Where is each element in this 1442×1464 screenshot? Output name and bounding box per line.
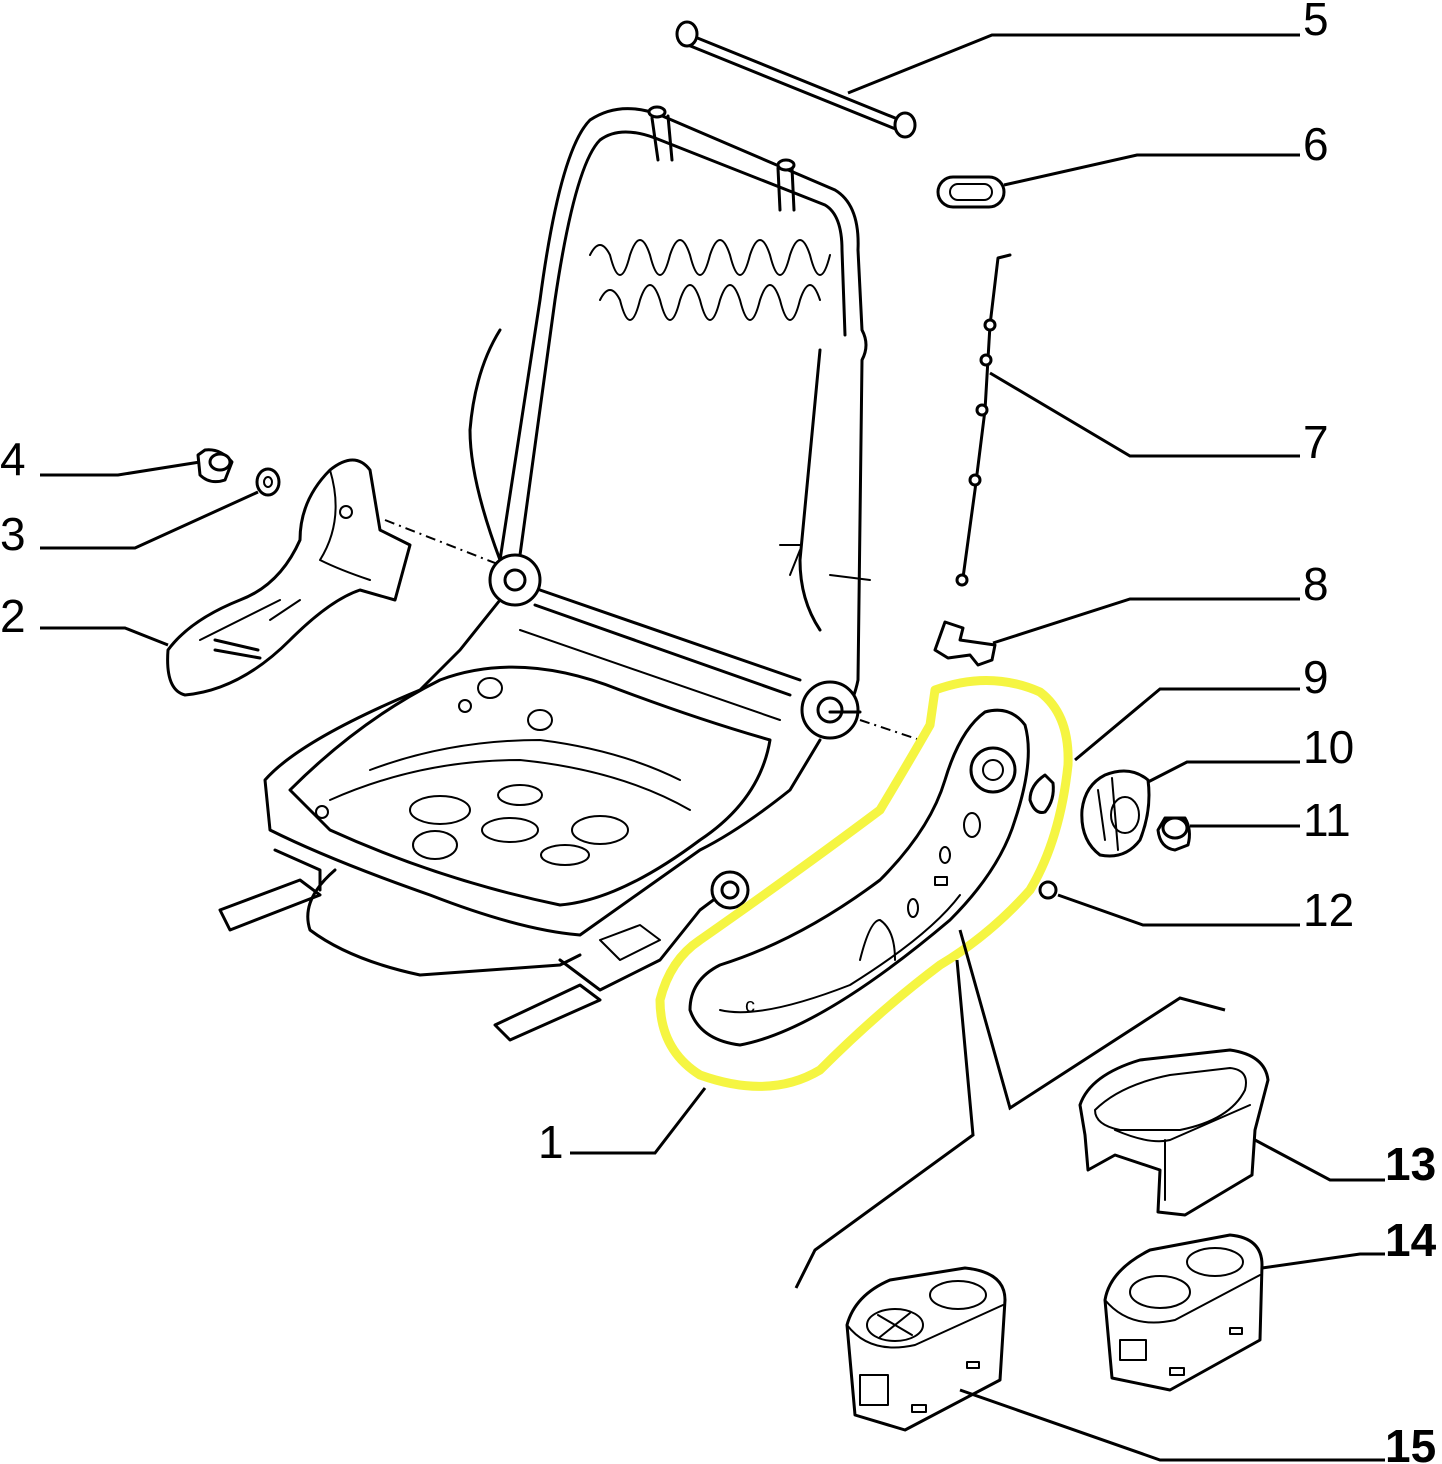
- part-15-switch: [845, 1266, 1007, 1432]
- callout-1: 1: [538, 1116, 564, 1168]
- seat-frame-assembly: [218, 105, 921, 1042]
- part-1-side-trim: c: [655, 675, 1073, 1091]
- callout-10: 10: [1303, 721, 1354, 773]
- callout-7: 7: [1303, 416, 1329, 468]
- callout-14: 14: [1385, 1214, 1437, 1266]
- part-3-washer: [255, 467, 281, 497]
- part-5-rod: [675, 20, 917, 139]
- callout-9: 9: [1303, 651, 1329, 703]
- callout-6: 6: [1303, 118, 1329, 170]
- svg-text:c: c: [745, 995, 755, 1017]
- part-14-switch: [1103, 1233, 1264, 1392]
- part-4-cap: [196, 448, 234, 484]
- callout-4: 4: [0, 433, 26, 485]
- callout-12: 12: [1303, 884, 1354, 936]
- highlight-outline: [655, 675, 1073, 1091]
- callout-11: 11: [1303, 794, 1351, 846]
- part-11-plug: [1156, 816, 1191, 852]
- part-2-side-cover: [166, 458, 412, 697]
- part-10-knob: [1080, 769, 1151, 858]
- part-7-cable: [955, 253, 1012, 587]
- callout-13: 13: [1385, 1138, 1436, 1190]
- part-13-bezel: [1078, 1048, 1270, 1217]
- callout-15: 15: [1385, 1420, 1436, 1464]
- callout-3: 3: [0, 508, 26, 560]
- part-6-grommet: [936, 175, 1006, 209]
- callout-5: 5: [1303, 0, 1329, 45]
- leader-lines: [40, 33, 1385, 1462]
- callout-8: 8: [1303, 558, 1329, 610]
- part-9-ring: [1028, 773, 1055, 814]
- callout-2: 2: [0, 590, 26, 642]
- part-8-clip: [933, 620, 997, 667]
- part-12-screw: [1038, 880, 1058, 900]
